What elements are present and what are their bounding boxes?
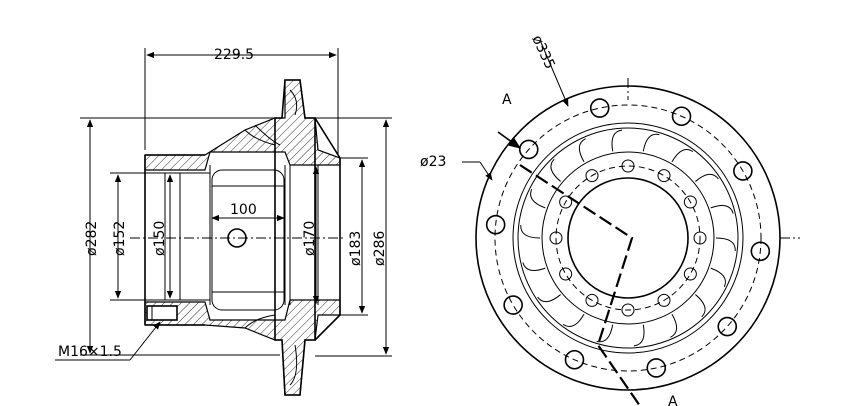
rib bbox=[530, 188, 546, 209]
bolt-pitch-circle bbox=[494, 104, 762, 372]
bolt-hole bbox=[750, 241, 771, 262]
section-cut-line bbox=[519, 164, 641, 406]
center-bore bbox=[567, 177, 689, 299]
rib bbox=[596, 324, 614, 343]
stud-hole bbox=[585, 293, 599, 307]
bolt-hole bbox=[733, 161, 753, 181]
stud-hole bbox=[657, 169, 671, 183]
rib bbox=[537, 294, 561, 303]
inner-stud-holes bbox=[549, 159, 707, 317]
rib bbox=[670, 313, 678, 338]
dim-dia-286: ø286 bbox=[372, 231, 388, 266]
dim-dia-170: ø170 bbox=[302, 221, 318, 256]
rib bbox=[578, 138, 586, 163]
stud-hole bbox=[657, 293, 671, 307]
dim-bearing-seat: 100 bbox=[230, 202, 257, 218]
dim-dia-150: ø150 bbox=[152, 221, 168, 256]
dim-dia-152: ø152 bbox=[112, 221, 128, 256]
bolt-hole bbox=[671, 106, 692, 127]
rib bbox=[695, 173, 719, 182]
rib bbox=[522, 262, 546, 272]
stud-hole bbox=[683, 195, 697, 209]
bolt-hole bbox=[646, 358, 667, 378]
bearing-race bbox=[211, 169, 285, 311]
stud-hole bbox=[693, 231, 707, 245]
dim-dia-282: ø282 bbox=[84, 221, 100, 256]
bolt-hole bbox=[518, 139, 539, 160]
stud-hole bbox=[559, 267, 573, 281]
hub-section-view: 229.5 100 ø282 ø152 ø150 ø170 ø183 ø286 bbox=[55, 47, 392, 396]
rib bbox=[710, 267, 726, 288]
flange-outer-circle bbox=[475, 85, 781, 391]
dim-dia-335: ø335 bbox=[528, 33, 557, 72]
rib bbox=[642, 133, 660, 152]
rib bbox=[671, 149, 694, 163]
dim-overall-length: 229.5 bbox=[214, 47, 254, 63]
stud-hole bbox=[683, 267, 697, 281]
thread-plug bbox=[146, 305, 178, 321]
hub-front-view: A A ø335 ø23 bbox=[420, 33, 800, 406]
rib bbox=[715, 237, 736, 251]
dim-dia-183: ø183 bbox=[348, 231, 364, 266]
cooling-ribs bbox=[520, 129, 736, 347]
hub-body-outline bbox=[144, 117, 341, 341]
thread-label: M16×1.5 bbox=[58, 344, 122, 360]
bolt-hole bbox=[503, 295, 523, 315]
stud-hole bbox=[559, 195, 573, 209]
stud-hole bbox=[621, 303, 635, 317]
rib bbox=[695, 294, 706, 318]
stud-hole bbox=[549, 231, 563, 245]
stud-hole bbox=[621, 159, 635, 173]
dim-dia-23: ø23 bbox=[420, 154, 446, 170]
section-mark-top: A bbox=[502, 92, 512, 108]
bolt-hole bbox=[485, 214, 506, 235]
rib bbox=[611, 129, 623, 152]
rib bbox=[562, 313, 585, 327]
rib bbox=[520, 225, 541, 239]
rib bbox=[710, 204, 734, 214]
outer-bolt-holes bbox=[485, 98, 771, 378]
section-mark-bottom: A bbox=[668, 394, 678, 406]
bolt-hole bbox=[589, 98, 610, 118]
stud-hole bbox=[585, 169, 599, 183]
rib bbox=[633, 324, 645, 347]
bolt-hole bbox=[564, 349, 585, 370]
rib bbox=[550, 158, 561, 182]
section-hatch-upper bbox=[144, 79, 341, 171]
bolt-hole bbox=[717, 316, 738, 337]
